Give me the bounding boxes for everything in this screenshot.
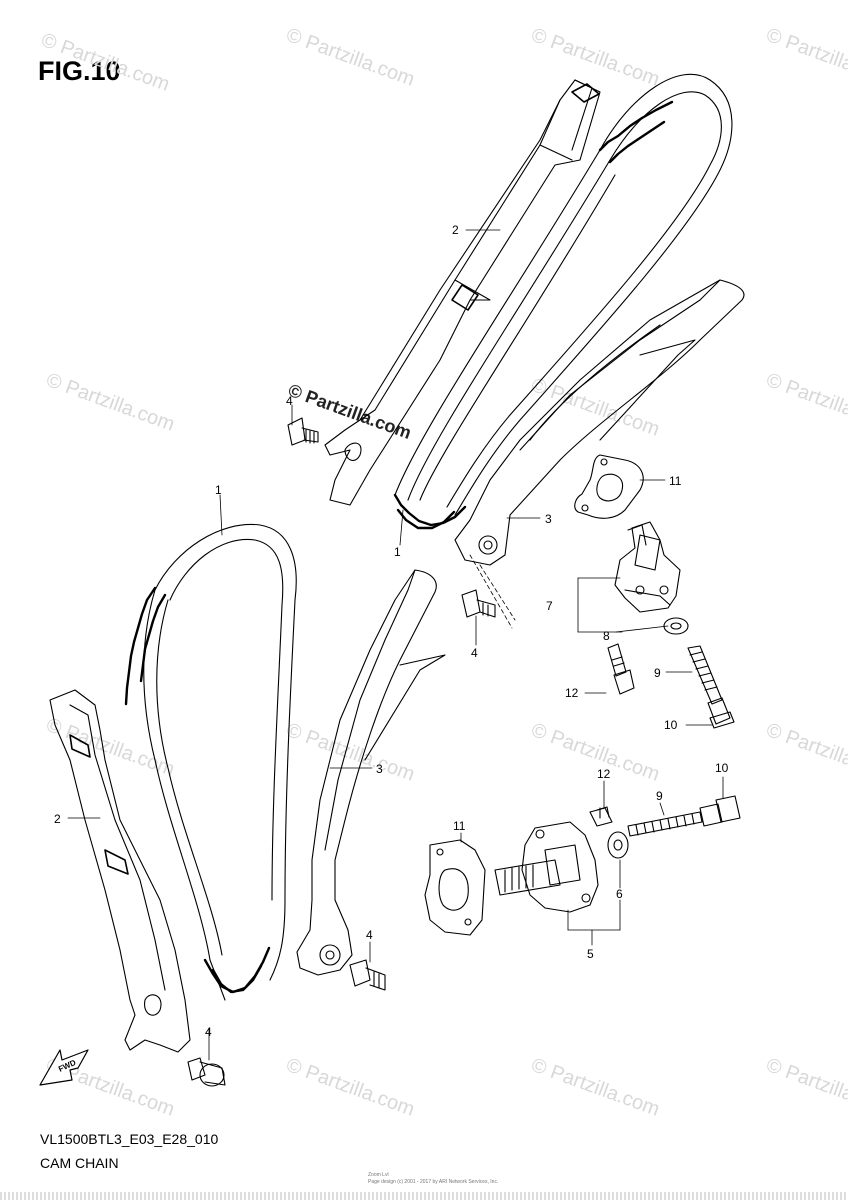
callout-labels: 2 4 1 1 3 11 7 8 4 9 12 10 3 2 12 9 10 1… — [54, 223, 729, 1039]
callout-8: 8 — [603, 629, 610, 643]
footer-zoom: Zoom Lvl — [368, 1172, 389, 1178]
watermark: © Partzilla.com — [763, 369, 848, 436]
callout-9: 9 — [656, 789, 663, 803]
watermark: © Partzilla.com — [763, 1054, 848, 1121]
upper-cam-chain — [393, 73, 733, 530]
callout-10: 10 — [664, 718, 678, 732]
callout-11: 11 — [453, 819, 466, 833]
upper-spring — [687, 645, 723, 705]
mid-pivot-bolt — [461, 589, 496, 618]
lower-cam-chain — [124, 523, 297, 1001]
lower-gasket — [424, 839, 486, 936]
callout-2: 2 — [452, 223, 459, 237]
footer-copyright: Page design (c) 2001 - 2017 by ARI Netwo… — [368, 1179, 499, 1185]
fig-title: FIG.10 — [38, 56, 121, 86]
watermark: © Partzilla.com — [283, 719, 417, 786]
callout-1: 1 — [394, 545, 401, 559]
watermark: © Partzilla.com — [283, 24, 417, 91]
assembly-name: CAM CHAIN — [40, 1155, 119, 1171]
watermark: © Partzilla.com — [38, 29, 172, 96]
upper-tensioner-guide — [454, 279, 745, 566]
callout-4: 4 — [286, 394, 293, 408]
watermark: © Partzilla.com — [43, 369, 177, 436]
bottom-pivot-bolt — [187, 1057, 226, 1087]
callout-4: 4 — [366, 928, 373, 942]
upper-gasket — [574, 454, 644, 519]
watermark: © Partzilla.com — [528, 374, 662, 441]
callout-4: 4 — [205, 1025, 212, 1039]
watermark: © Partzilla.com — [528, 24, 662, 91]
lower-tensioner-guide — [296, 569, 446, 976]
callout-3: 3 — [376, 762, 383, 776]
center-watermark: © Partzilla.com — [286, 380, 414, 443]
watermark: © Partzilla.com — [528, 719, 662, 786]
upper-washer — [663, 617, 689, 635]
upper-cap-bolt — [707, 697, 735, 729]
bottom-border — [0, 1192, 848, 1200]
callout-12: 12 — [565, 686, 579, 700]
callout-4: 4 — [471, 646, 478, 660]
callout-1: 1 — [215, 483, 222, 497]
upper-small-bolt — [607, 643, 635, 695]
lower-tensioner-adjuster — [494, 821, 599, 913]
upper-tensioner-adjuster — [614, 521, 681, 613]
callout-7: 7 — [546, 599, 553, 613]
model-code: VL1500BTL3_E03_E28_010 — [40, 1131, 219, 1147]
leader-lines — [67, 229, 724, 1061]
lower-spring — [627, 811, 703, 837]
callout-12: 12 — [597, 767, 611, 781]
callout-5: 5 — [587, 947, 594, 961]
lower-chain-guide — [49, 689, 191, 1053]
upper-pivot-bolt — [287, 417, 319, 446]
lower-pivot-bolt — [349, 959, 386, 991]
watermark: © Partzilla.com — [283, 1054, 417, 1121]
lower-small-bolt — [589, 806, 613, 827]
callout-2: 2 — [54, 812, 61, 826]
callout-3: 3 — [545, 512, 552, 526]
callout-11: 11 — [669, 474, 682, 488]
callout-9: 9 — [654, 666, 661, 680]
watermark-layer: © Partzilla.com © Partzilla.com © Partzi… — [38, 24, 848, 1121]
watermark: © Partzilla.com — [763, 719, 848, 786]
watermark: © Partzilla.com — [528, 1054, 662, 1121]
watermark: © Partzilla.com — [763, 24, 848, 91]
lower-washer — [607, 831, 629, 859]
callout-10: 10 — [715, 761, 729, 775]
fwd-arrow-icon — [39, 1049, 89, 1086]
upper-chain-guide — [324, 79, 601, 506]
lower-cap-bolt — [699, 795, 741, 827]
callout-6: 6 — [616, 887, 623, 901]
